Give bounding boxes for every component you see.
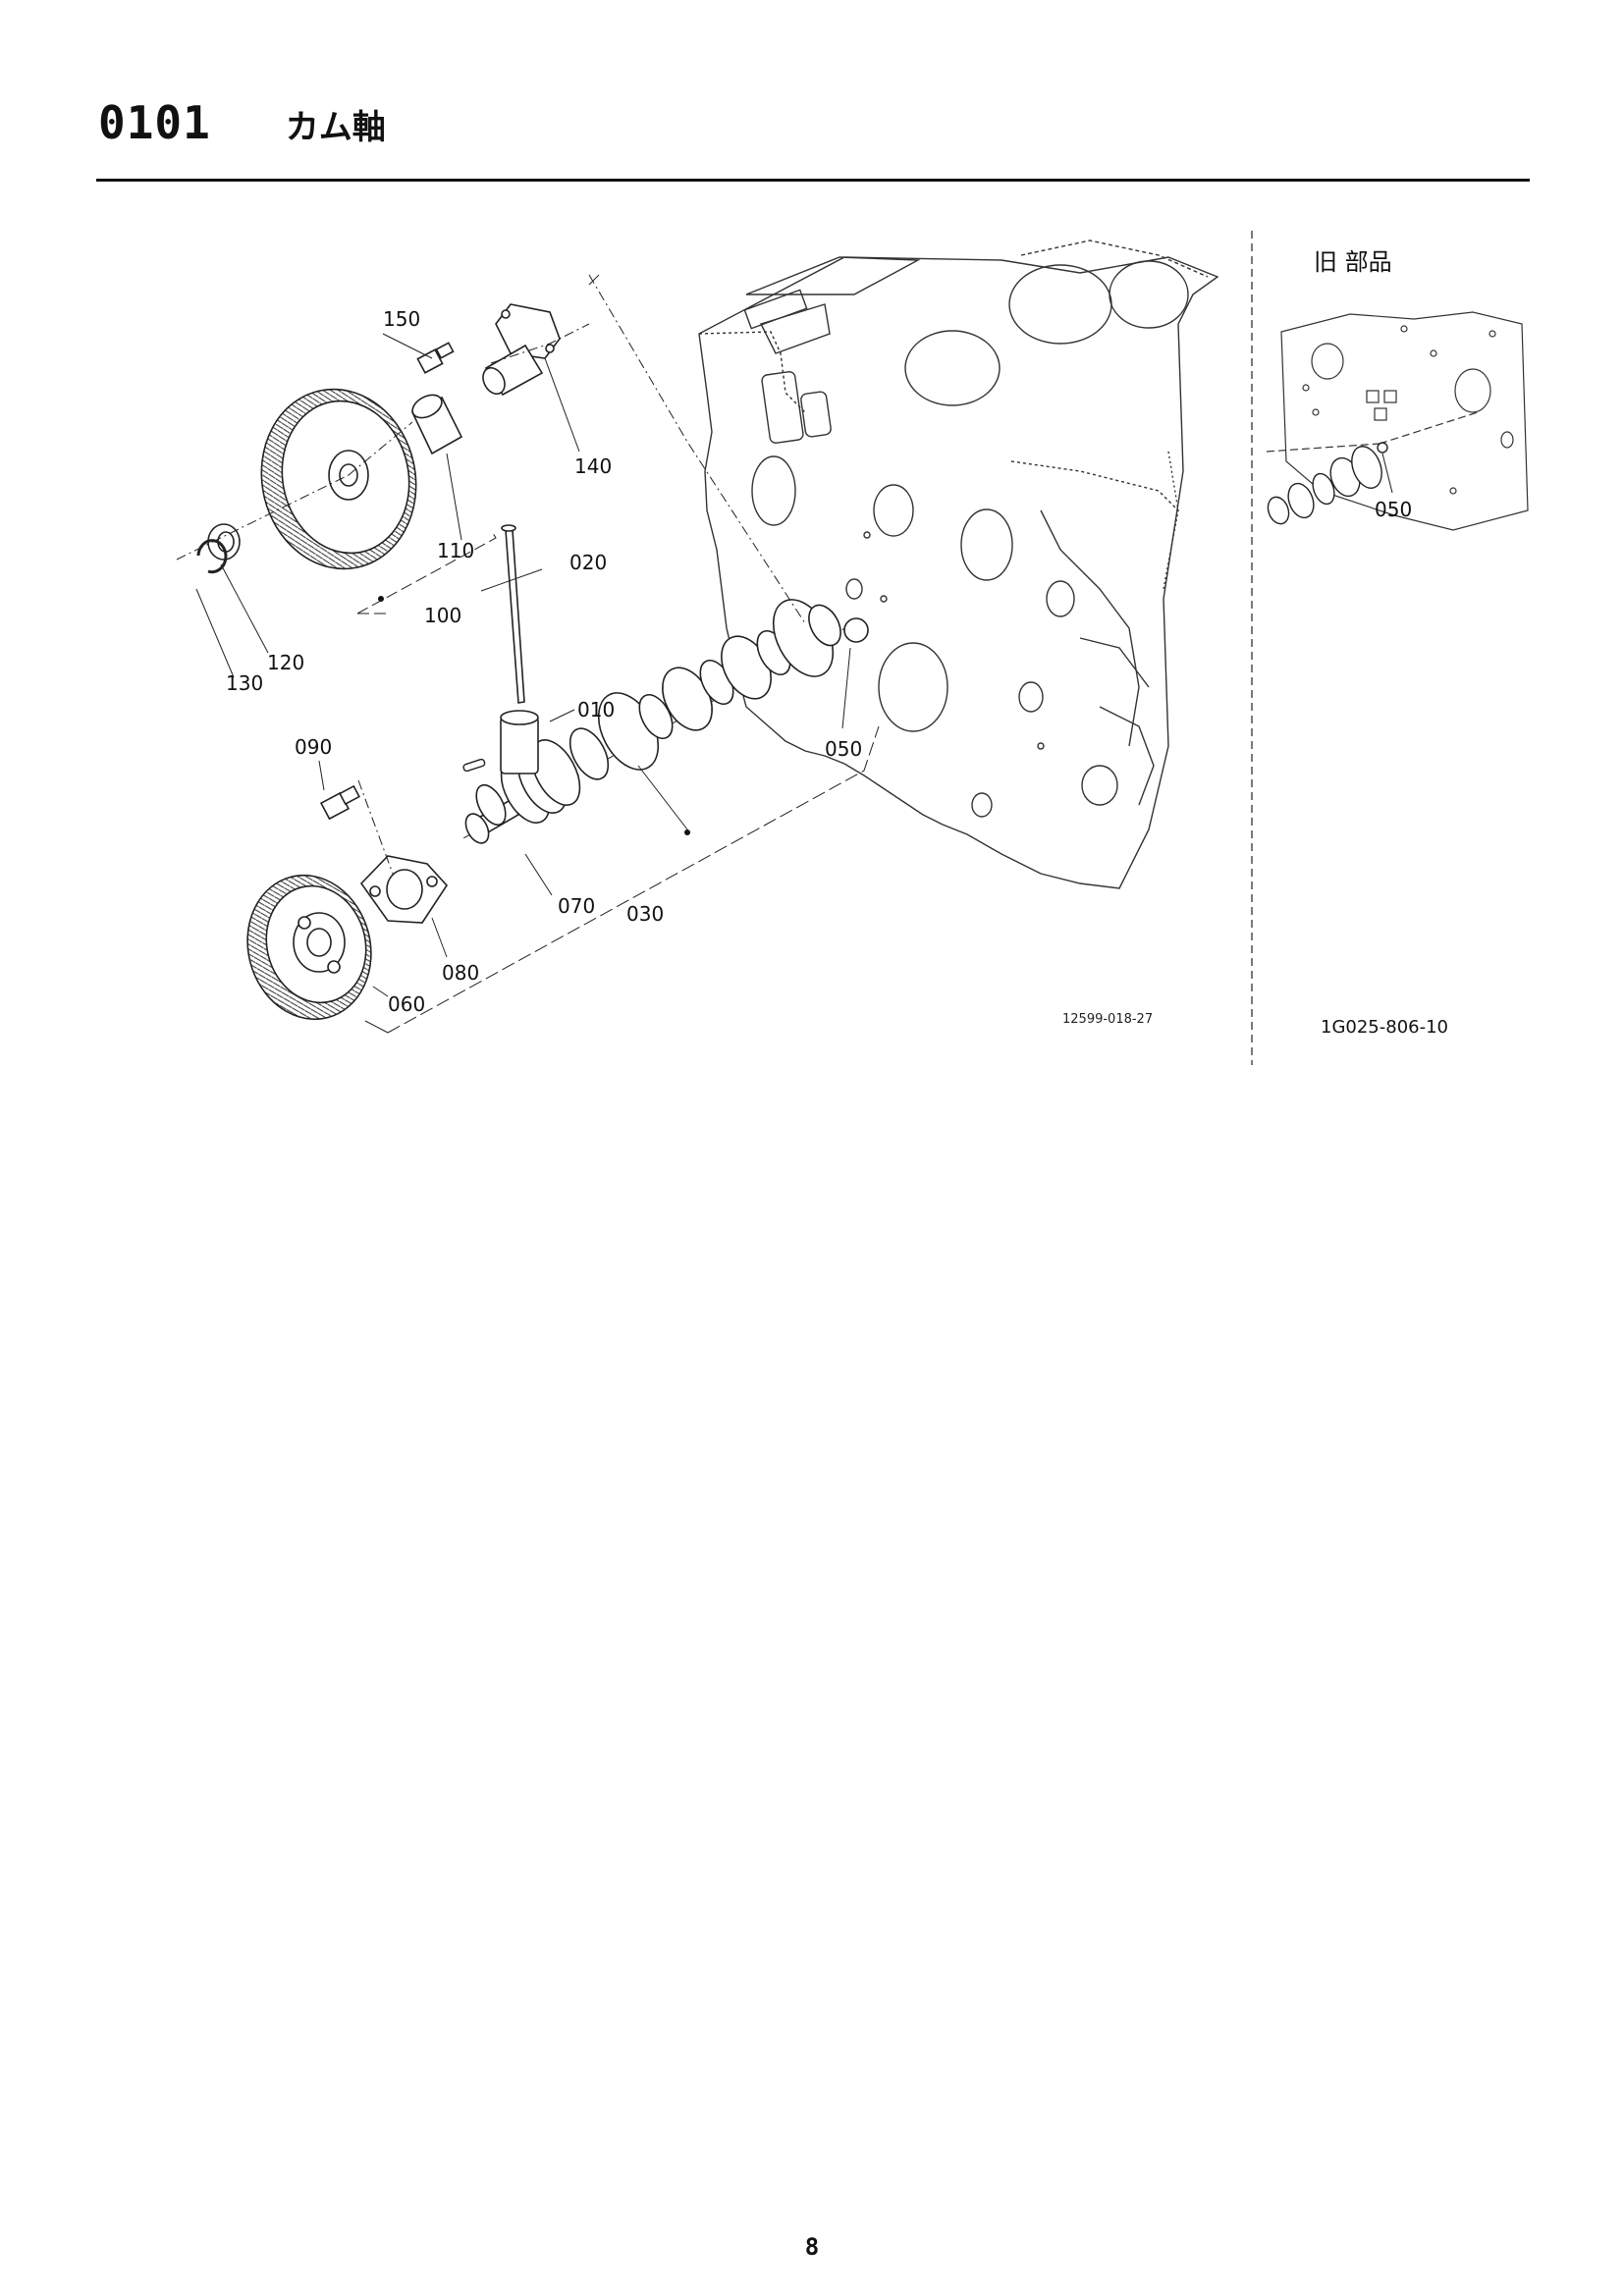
dot-marker (378, 596, 384, 602)
callout-110: 110 (437, 539, 474, 562)
bolt-150 (416, 342, 455, 374)
section-code: 0101 (98, 96, 211, 149)
old-parts-illustration (1266, 311, 1529, 531)
callout-010: 010 (577, 698, 615, 721)
section-title: カム軸 (285, 108, 386, 147)
bolt-090 (319, 784, 360, 821)
callout-080: 080 (442, 961, 479, 985)
camshaft-030 (460, 599, 869, 844)
callout-140: 140 (574, 454, 612, 478)
key-pin (462, 758, 486, 773)
callout-130: 130 (226, 671, 263, 695)
header-rule (96, 179, 1530, 182)
callout-060: 060 (388, 992, 425, 1016)
main-drawing-id: 12599-018-27 (1062, 1012, 1153, 1027)
callout-050: 050 (825, 737, 862, 761)
page-header: 0101 カム軸 (98, 96, 386, 149)
callout-100: 100 (424, 604, 461, 627)
callout-150: 150 (383, 307, 420, 331)
callout-020: 020 (569, 551, 607, 574)
push-rod-020 (501, 524, 525, 704)
old-callout-050: 050 (1375, 498, 1412, 521)
leader-lines (176, 274, 880, 1034)
callout-120: 120 (267, 651, 304, 674)
page-number: 8 (804, 2233, 820, 2261)
cam-gear-060 (246, 874, 372, 1021)
tappet-010 (500, 710, 539, 774)
snap-ring-130 (196, 539, 228, 574)
old-camshaft (1267, 442, 1388, 525)
old-parts-heading: 旧 部品 (1314, 248, 1392, 276)
parts-diagram: 150 140 110 020 100 120 130 010 090 050 … (176, 231, 1529, 1065)
callout-070: 070 (558, 894, 595, 918)
engine-block (698, 240, 1219, 889)
old-leader-050 (1381, 453, 1393, 494)
idle-shaft-140 (482, 303, 561, 397)
idle-gear-100 (260, 388, 417, 570)
bushing-110 (410, 394, 463, 455)
dot-marker (684, 829, 690, 835)
callout-030: 030 (626, 902, 664, 926)
old-drawing-id: 1G025-806-10 (1321, 1017, 1448, 1038)
thrust-plate-080 (359, 855, 449, 924)
callout-090: 090 (295, 735, 332, 759)
